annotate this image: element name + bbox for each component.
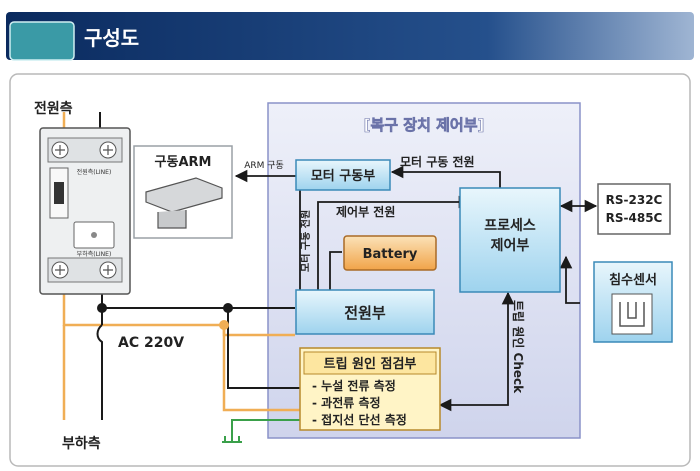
drive-arm-title: 구동ARM bbox=[155, 155, 212, 170]
wire-ground bbox=[231, 419, 300, 442]
power-supply-block: 전원부 bbox=[295, 289, 435, 335]
control-unit-title: [복구 장치 제어부] bbox=[364, 116, 485, 134]
line-sensor bbox=[559, 255, 580, 304]
junction-dot bbox=[223, 303, 233, 313]
trip-item-leakage: - 누설 전류 측정 bbox=[312, 378, 396, 393]
process-control-block: 프로세스 제어부 bbox=[459, 187, 561, 293]
line-motor-drive bbox=[390, 165, 501, 188]
label-ac-voltage: AC 220V bbox=[118, 335, 184, 351]
power-supply-label: 전원부 bbox=[344, 304, 386, 322]
label-trip-check: 트립 원인 Check bbox=[511, 300, 526, 394]
motor-drive-label: 모터 구동부 bbox=[311, 168, 375, 184]
battery-label: Battery bbox=[363, 247, 418, 262]
line-battery bbox=[329, 251, 342, 290]
process-control-label-2: 제어부 bbox=[491, 237, 530, 254]
drive-arm-box: 구동ARM bbox=[133, 145, 233, 239]
line-trip-check bbox=[438, 291, 515, 412]
header-tab-accent bbox=[9, 21, 75, 61]
rs485-label: RS-485C bbox=[606, 211, 663, 225]
label-motor-power: 모터 구동 전원 bbox=[400, 154, 475, 169]
breaker-label-bottom: 부하측(LINE) bbox=[77, 250, 112, 258]
wire-orange-sense bbox=[222, 325, 300, 412]
header-bar: 구성도 bbox=[6, 12, 694, 61]
process-control-label-1: 프로세스 bbox=[484, 218, 536, 234]
label-load-side: 부하측 bbox=[62, 435, 101, 452]
flood-sensor-block: 침수센서 bbox=[593, 261, 673, 343]
flood-sensor-label: 침수센서 bbox=[609, 272, 657, 288]
page-title: 구성도 bbox=[84, 26, 139, 50]
trip-cause-title: 트립 원인 점검부 bbox=[324, 356, 417, 372]
label-control-power: 제어부 전원 bbox=[336, 204, 395, 219]
label-source-side: 전원측 bbox=[34, 100, 73, 117]
control-lines bbox=[234, 165, 598, 412]
line-control-power bbox=[317, 195, 472, 290]
battery-block: Battery bbox=[343, 235, 437, 271]
junction-dot bbox=[97, 303, 107, 313]
sensor-plate-icon bbox=[611, 293, 653, 335]
trip-item-ground: - 접지선 단선 측정 bbox=[312, 412, 407, 427]
arm-bracket-icon bbox=[145, 177, 223, 213]
arm-bracket-leg bbox=[157, 210, 187, 229]
trip-item-overcurrent: - 과전류 측정 bbox=[312, 395, 381, 410]
sensor-electrode-icon bbox=[619, 302, 645, 327]
rs232-label: RS-232C bbox=[606, 193, 663, 207]
junction-dot bbox=[219, 320, 229, 330]
wire-black-hop bbox=[96, 324, 103, 420]
label-arm-drive: ARM 구동 bbox=[244, 160, 284, 171]
wire-black-sense bbox=[227, 308, 300, 389]
label-motor-power-vertical: 모터 구동 전원 bbox=[299, 210, 312, 272]
ground-symbol bbox=[222, 436, 242, 443]
circuit-breaker: 전원측(LINE) 부하측(LINE) bbox=[39, 127, 131, 295]
breaker-label-top: 전원측(LINE) bbox=[77, 168, 112, 176]
rs-interface-block: RS-232C RS-485C bbox=[597, 183, 671, 235]
motor-drive-block: 모터 구동부 bbox=[295, 159, 391, 191]
trip-cause-check-block: 트립 원인 점검부 - 누설 전류 측정 - 과전류 측정 - 접지선 단선 측… bbox=[299, 347, 441, 431]
